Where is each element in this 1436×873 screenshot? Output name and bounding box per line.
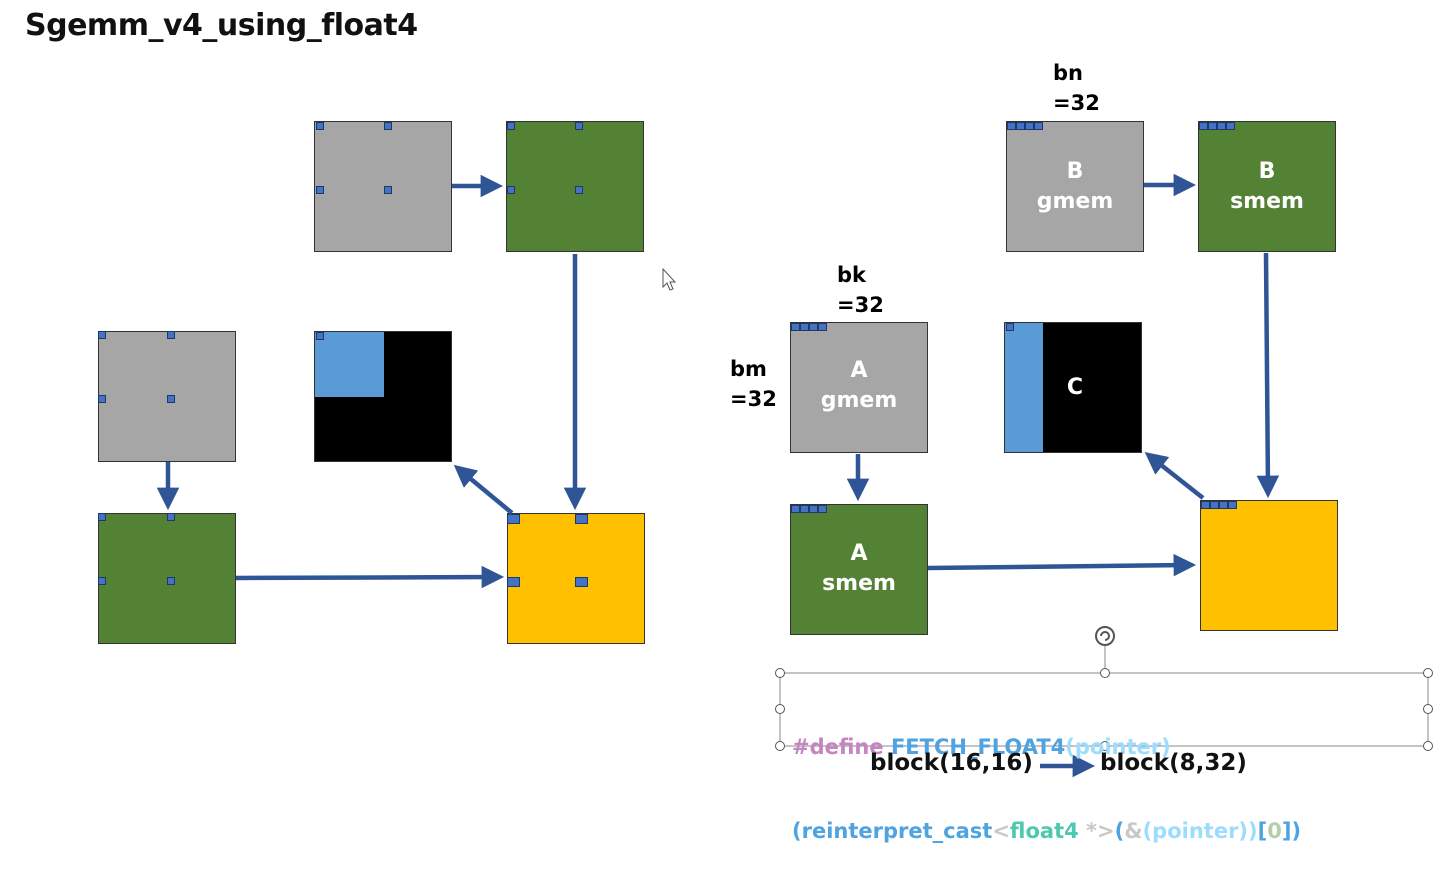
resize-handle-br[interactable] bbox=[1423, 741, 1433, 751]
code-token: ( bbox=[1114, 819, 1125, 843]
code-token: (pointer)) bbox=[1142, 819, 1258, 843]
bm-label-line1: bm bbox=[730, 357, 767, 381]
marker bbox=[98, 513, 106, 521]
marker bbox=[575, 577, 588, 587]
resize-handle-tr[interactable] bbox=[1423, 668, 1433, 678]
code-macro-name: FETCH_FLOAT4 bbox=[890, 735, 1066, 759]
left-c-tile bbox=[315, 332, 384, 397]
resize-handle-tl[interactable] bbox=[775, 668, 785, 678]
mouse-cursor-icon bbox=[662, 268, 677, 291]
resize-handle-bm[interactable] bbox=[1100, 741, 1110, 751]
marker bbox=[575, 122, 583, 130]
arrows-layer bbox=[156, 173, 1429, 778]
resize-handle-bl[interactable] bbox=[775, 741, 785, 751]
bm-label-line2: =32 bbox=[730, 387, 777, 411]
code-token: ]) bbox=[1281, 819, 1302, 843]
resize-handle-mr[interactable] bbox=[1423, 704, 1433, 714]
marker bbox=[98, 331, 106, 339]
left-c-block bbox=[314, 331, 452, 462]
bk-label-line1: bk bbox=[837, 263, 866, 287]
code-define-keyword: #define bbox=[792, 735, 884, 759]
code-macro-arg: (pointer) bbox=[1065, 735, 1171, 759]
bm-label: bm =32 bbox=[730, 354, 777, 414]
marker bbox=[316, 186, 324, 194]
a-gmem-label-line2: gmem bbox=[820, 388, 898, 413]
c-marker bbox=[1006, 323, 1014, 331]
marker bbox=[167, 513, 175, 521]
page-title: Sgemm_v4_using_float4 bbox=[25, 8, 418, 43]
code-token: < bbox=[992, 819, 1010, 843]
marker bbox=[98, 577, 106, 585]
marker bbox=[167, 395, 175, 403]
code-token: 0 bbox=[1267, 819, 1282, 843]
bn-label: bn =32 bbox=[1053, 58, 1100, 118]
marker bbox=[507, 122, 515, 130]
b-smem-label-line1: B bbox=[1258, 159, 1276, 184]
b-smem-label-line2: smem bbox=[1230, 189, 1304, 214]
bn-label-line1: bn bbox=[1053, 61, 1083, 85]
a-smem-label: A smem bbox=[791, 539, 927, 599]
code-token: (reinterpret_cast bbox=[792, 819, 993, 843]
marker bbox=[507, 186, 515, 194]
b-smem-label: B smem bbox=[1199, 157, 1335, 217]
marker bbox=[507, 514, 520, 524]
left-b-gmem-block bbox=[314, 121, 452, 252]
code-token: *> bbox=[1078, 819, 1115, 843]
b-gmem-label: B gmem bbox=[1007, 157, 1143, 217]
marker bbox=[384, 186, 392, 194]
arrow-bsmem-to-reg bbox=[1256, 252, 1280, 499]
c-block: C bbox=[1004, 322, 1142, 453]
b-gmem-block: B gmem bbox=[1006, 121, 1144, 252]
a-gmem-label: A gmem bbox=[791, 356, 927, 416]
bk-label-line2: =32 bbox=[837, 293, 884, 317]
c-label: C bbox=[1066, 375, 1084, 400]
a-smem-block: A smem bbox=[790, 504, 928, 635]
bn-label-line2: =32 bbox=[1053, 91, 1100, 115]
a-gmem-label-line1: A bbox=[850, 358, 868, 383]
c-tile bbox=[1005, 323, 1043, 452]
b-gmem-label-line2: gmem bbox=[1036, 189, 1114, 214]
arrow-left-asmem-to-reg bbox=[235, 565, 505, 589]
arrow-reg-to-c bbox=[1144, 451, 1205, 500]
marker bbox=[384, 122, 392, 130]
rotate-handle-icon[interactable] bbox=[1095, 626, 1115, 646]
block-to-text: block(8,32) bbox=[1100, 750, 1247, 776]
a-smem-label-line2: smem bbox=[822, 571, 896, 596]
block-from-text: block(16,16) bbox=[870, 750, 1033, 776]
a-smem-label-line1: A bbox=[850, 541, 868, 566]
marker bbox=[167, 331, 175, 339]
marker bbox=[98, 395, 106, 403]
code-token: float4 bbox=[1009, 819, 1079, 843]
marker bbox=[167, 577, 175, 585]
marker bbox=[575, 186, 583, 194]
marker bbox=[316, 332, 324, 340]
b-smem-block: B smem bbox=[1198, 121, 1336, 252]
resize-handle-tm[interactable] bbox=[1100, 668, 1110, 678]
arrow-asmem-to-reg bbox=[927, 553, 1197, 577]
bk-label: bk =32 bbox=[837, 260, 884, 320]
marker bbox=[507, 577, 520, 587]
a-gmem-block: A gmem bbox=[790, 322, 928, 453]
code-line-2: (reinterpret_cast<float4 *>(&(pointer))[… bbox=[792, 817, 1301, 845]
marker bbox=[575, 514, 588, 524]
b-gmem-label-line1: B bbox=[1066, 159, 1084, 184]
code-line-1: #define FETCH_FLOAT4(pointer) bbox=[792, 733, 1301, 761]
register-block bbox=[1200, 500, 1338, 631]
arrow-left-reg-to-c bbox=[453, 464, 514, 515]
code-token: & bbox=[1124, 819, 1143, 843]
code-token: [ bbox=[1257, 819, 1268, 843]
marker bbox=[316, 122, 324, 130]
resize-handle-ml[interactable] bbox=[775, 704, 785, 714]
